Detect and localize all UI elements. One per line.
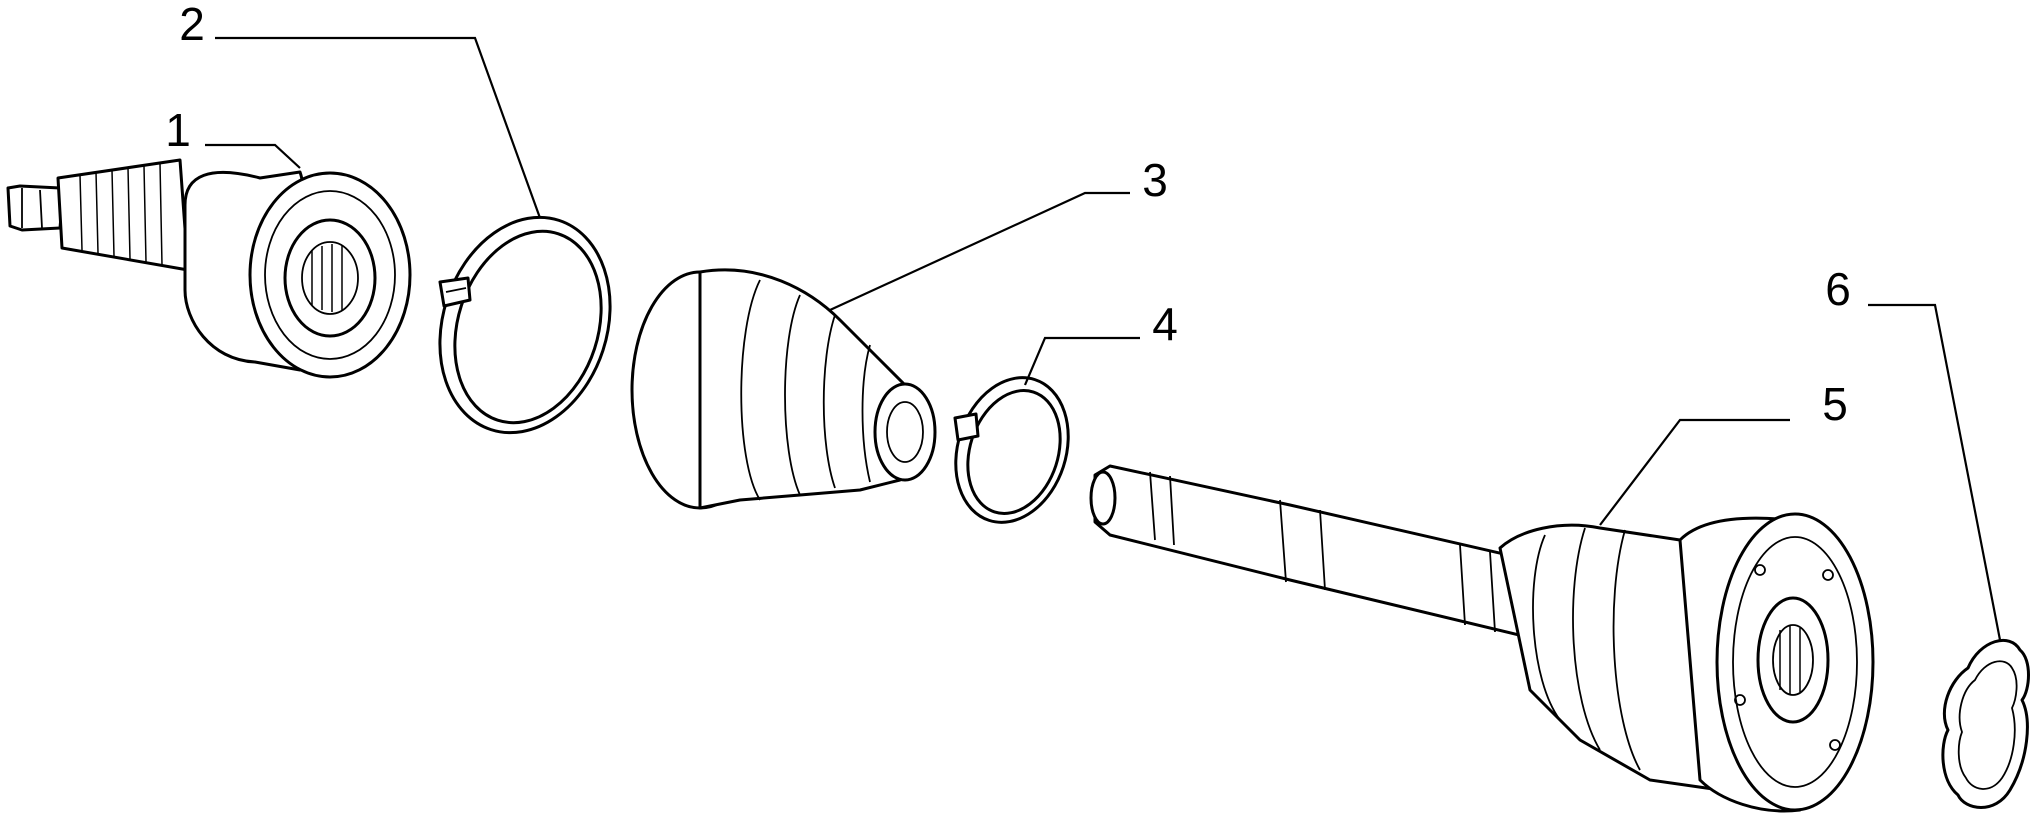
callout-2: 2 (179, 0, 205, 50)
leader-line-4 (1023, 336, 1140, 386)
callout-3: 3 (1142, 154, 1168, 206)
leader-line-1 (205, 143, 301, 169)
part-2-large-clamp-band (438, 215, 612, 435)
part-6-circlip (1941, 638, 2030, 809)
leader-line-6 (1868, 303, 2002, 641)
leader-lines (205, 36, 2002, 641)
callout-4: 4 (1152, 298, 1178, 350)
part-3-boot (630, 268, 937, 510)
leader-line-2 (215, 36, 542, 219)
leader-line-5 (1599, 418, 1790, 526)
callout-numbers: 1 2 3 4 5 6 (165, 0, 1851, 430)
leader-line-3 (829, 191, 1130, 311)
part-5-axle-and-outer-cv-joint (1089, 464, 1875, 813)
part-4-small-clamp-band (953, 376, 1070, 524)
part-1-inner-cv-joint (6, 158, 412, 379)
callout-1: 1 (165, 104, 191, 156)
callout-5: 5 (1822, 378, 1848, 430)
callout-6: 6 (1825, 263, 1851, 315)
